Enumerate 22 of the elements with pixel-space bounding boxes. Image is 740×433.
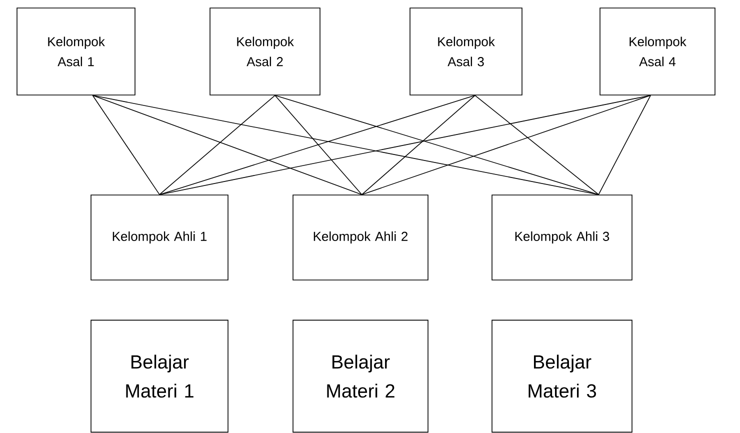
connector-line bbox=[92, 95, 160, 195]
group-box: Kelompok Asal 2 bbox=[210, 8, 320, 96]
group-box: Kelompok Ahli 3 bbox=[492, 194, 632, 280]
group-box: Belajar Materi 1 bbox=[90, 320, 228, 433]
connector-line bbox=[361, 95, 476, 195]
group-box: Belajar Materi 2 bbox=[292, 320, 428, 433]
connector-line bbox=[159, 95, 276, 195]
connector-line bbox=[159, 95, 476, 195]
connector-line bbox=[159, 95, 651, 195]
connector-line bbox=[361, 95, 651, 195]
connector-line bbox=[274, 95, 599, 195]
connector-line bbox=[92, 95, 599, 195]
connector-line bbox=[92, 95, 362, 195]
connector-line bbox=[274, 95, 362, 195]
group-box: Kelompok Asal 3 bbox=[410, 8, 522, 96]
group-box: Kelompok Ahli 1 bbox=[90, 194, 228, 280]
connector-line bbox=[598, 95, 651, 195]
connector-line bbox=[474, 95, 599, 195]
group-box: Belajar Materi 3 bbox=[492, 320, 632, 433]
group-box: Kelompok Asal 4 bbox=[600, 8, 716, 96]
group-box: Kelompok Asal 1 bbox=[16, 8, 136, 96]
group-box: Kelompok Ahli 2 bbox=[292, 194, 428, 280]
